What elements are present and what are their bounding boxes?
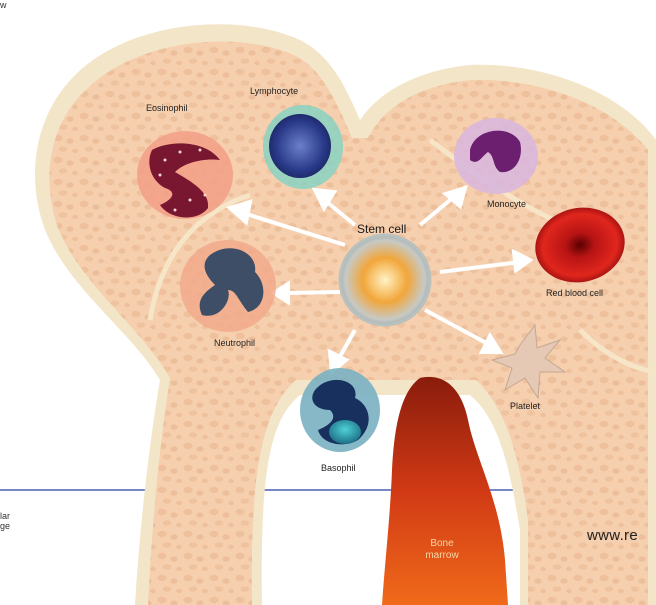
eosinophil-cell [137,131,233,219]
neutrophil-cell [180,240,276,332]
cropped-caption-line1: lar [0,511,10,521]
basophil-cell [300,368,380,452]
red-blood-cell-label: Red blood cell [546,288,603,298]
lymphocyte-label: Lymphocyte [250,86,298,96]
monocyte-cell [454,118,538,194]
stem-cell-label: Stem cell [357,222,406,236]
cropped-caption-line2: ge [0,521,10,531]
bone-marrow-label-line2: marrow [425,550,458,561]
eosinophil-label: Eosinophil [146,103,188,113]
website-url-text: www.re [587,527,638,544]
cropped-caption-top: w [0,0,7,10]
basophil-label: Basophil [321,463,356,473]
monocyte-label: Monocyte [487,199,526,209]
stem-cell [340,235,430,325]
lymphocyte-cell [263,105,343,189]
platelet-label: Platelet [510,401,540,411]
neutrophil-label: Neutrophil [214,338,255,348]
bone-marrow-label: Bone marrow [412,538,472,562]
cropped-caption-left: lar ge [0,511,10,531]
bone-marrow-label-line1: Bone [430,538,453,549]
